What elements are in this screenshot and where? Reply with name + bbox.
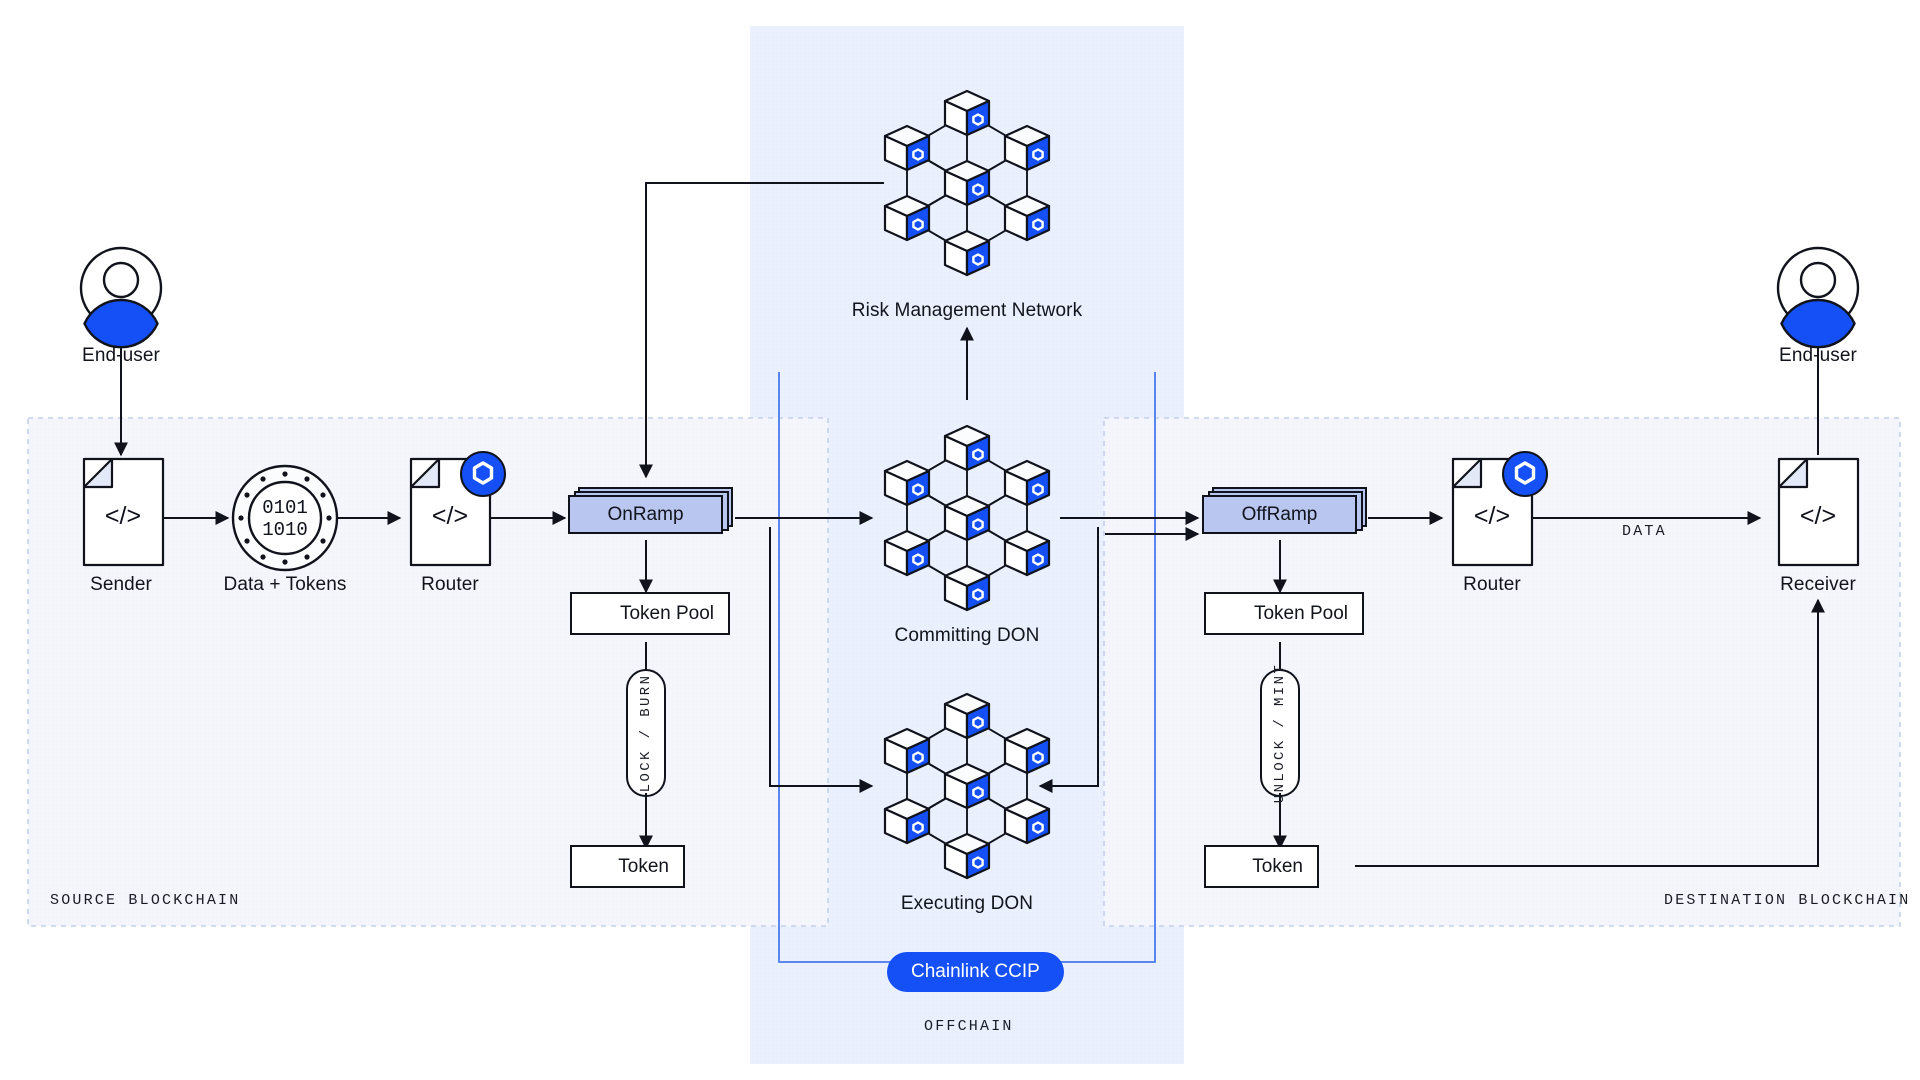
- token-pool-destination-node[interactable]: Token Pool: [1204, 592, 1364, 635]
- chainlink-ccip-badge[interactable]: Chainlink CCIP: [887, 952, 1064, 992]
- edge-rmn-onramp: [639, 182, 884, 479]
- onramp-node[interactable]: OnRamp: [568, 487, 733, 534]
- receiver-label: Receiver: [1780, 574, 1856, 595]
- chainlink-ccip-label: Chainlink CCIP: [911, 961, 1040, 982]
- committing-don-icon: [883, 424, 1051, 612]
- router-destination-label: Router: [1463, 574, 1521, 595]
- sender-contract-icon: </>: [82, 457, 165, 567]
- unlock-mint-label: UNLOCK / MINT: [1272, 662, 1288, 804]
- token-pool-source-node[interactable]: Token Pool: [570, 592, 730, 635]
- token-pool-source-label: Token Pool: [619, 602, 714, 624]
- end-user-source-label: End-user: [82, 345, 160, 366]
- onramp-stack-front: OnRamp: [568, 495, 723, 534]
- token-pool-destination-label: Token Pool: [1253, 602, 1348, 624]
- lock-burn-label: LOCK / BURN: [638, 673, 654, 793]
- offramp-node[interactable]: OffRamp: [1202, 487, 1367, 534]
- offramp-label: OffRamp: [1241, 503, 1318, 525]
- executing-don-icon: [883, 692, 1051, 880]
- offramp-stack-front: OffRamp: [1202, 495, 1357, 534]
- router-source-label: Router: [421, 574, 479, 595]
- risk-management-network-icon: [883, 89, 1051, 277]
- edge-offramp-executing: [1038, 527, 1099, 793]
- edge-onramp-executing: [769, 527, 874, 793]
- token-destination-node[interactable]: Token: [1204, 845, 1319, 888]
- executing-don-label: Executing DON: [900, 893, 1034, 914]
- token-destination-label: Token: [1252, 855, 1303, 877]
- svg-text:</>: </>: [105, 502, 141, 530]
- svg-text:</>: </>: [1800, 502, 1836, 530]
- onramp-label: OnRamp: [607, 503, 684, 525]
- risk-management-network-label: Risk Management Network: [851, 300, 1083, 321]
- zone-label-destination: DESTINATION BLOCKCHAIN: [1664, 892, 1911, 909]
- end-user-destination-label: End-user: [1779, 345, 1857, 366]
- data-tokens-icon: 0101 1010: [231, 464, 339, 572]
- token-source-node[interactable]: Token: [570, 845, 685, 888]
- svg-text:</>: </>: [1474, 502, 1510, 530]
- end-user-source-icon: [79, 246, 163, 349]
- data-edge-label: DATA: [1622, 523, 1667, 540]
- router-source-contract-icon: </>: [409, 451, 506, 567]
- data-tokens-bits-line1: 0101: [262, 497, 308, 519]
- end-user-destination-icon: [1776, 246, 1860, 349]
- data-tokens-label: Data + Tokens: [223, 574, 347, 595]
- zone-label-source: SOURCE BLOCKCHAIN: [50, 892, 241, 909]
- edge-token-receiver: [1355, 598, 1825, 867]
- receiver-contract-icon: </>: [1777, 457, 1860, 567]
- data-tokens-bits-line2: 1010: [262, 519, 308, 541]
- zone-label-offchain: OFFCHAIN: [924, 1018, 1014, 1035]
- router-destination-contract-icon: </>: [1451, 451, 1548, 567]
- token-source-label: Token: [618, 855, 669, 877]
- sender-label: Sender: [90, 574, 152, 595]
- committing-don-label: Committing DON: [894, 625, 1040, 646]
- svg-text:</>: </>: [432, 502, 468, 530]
